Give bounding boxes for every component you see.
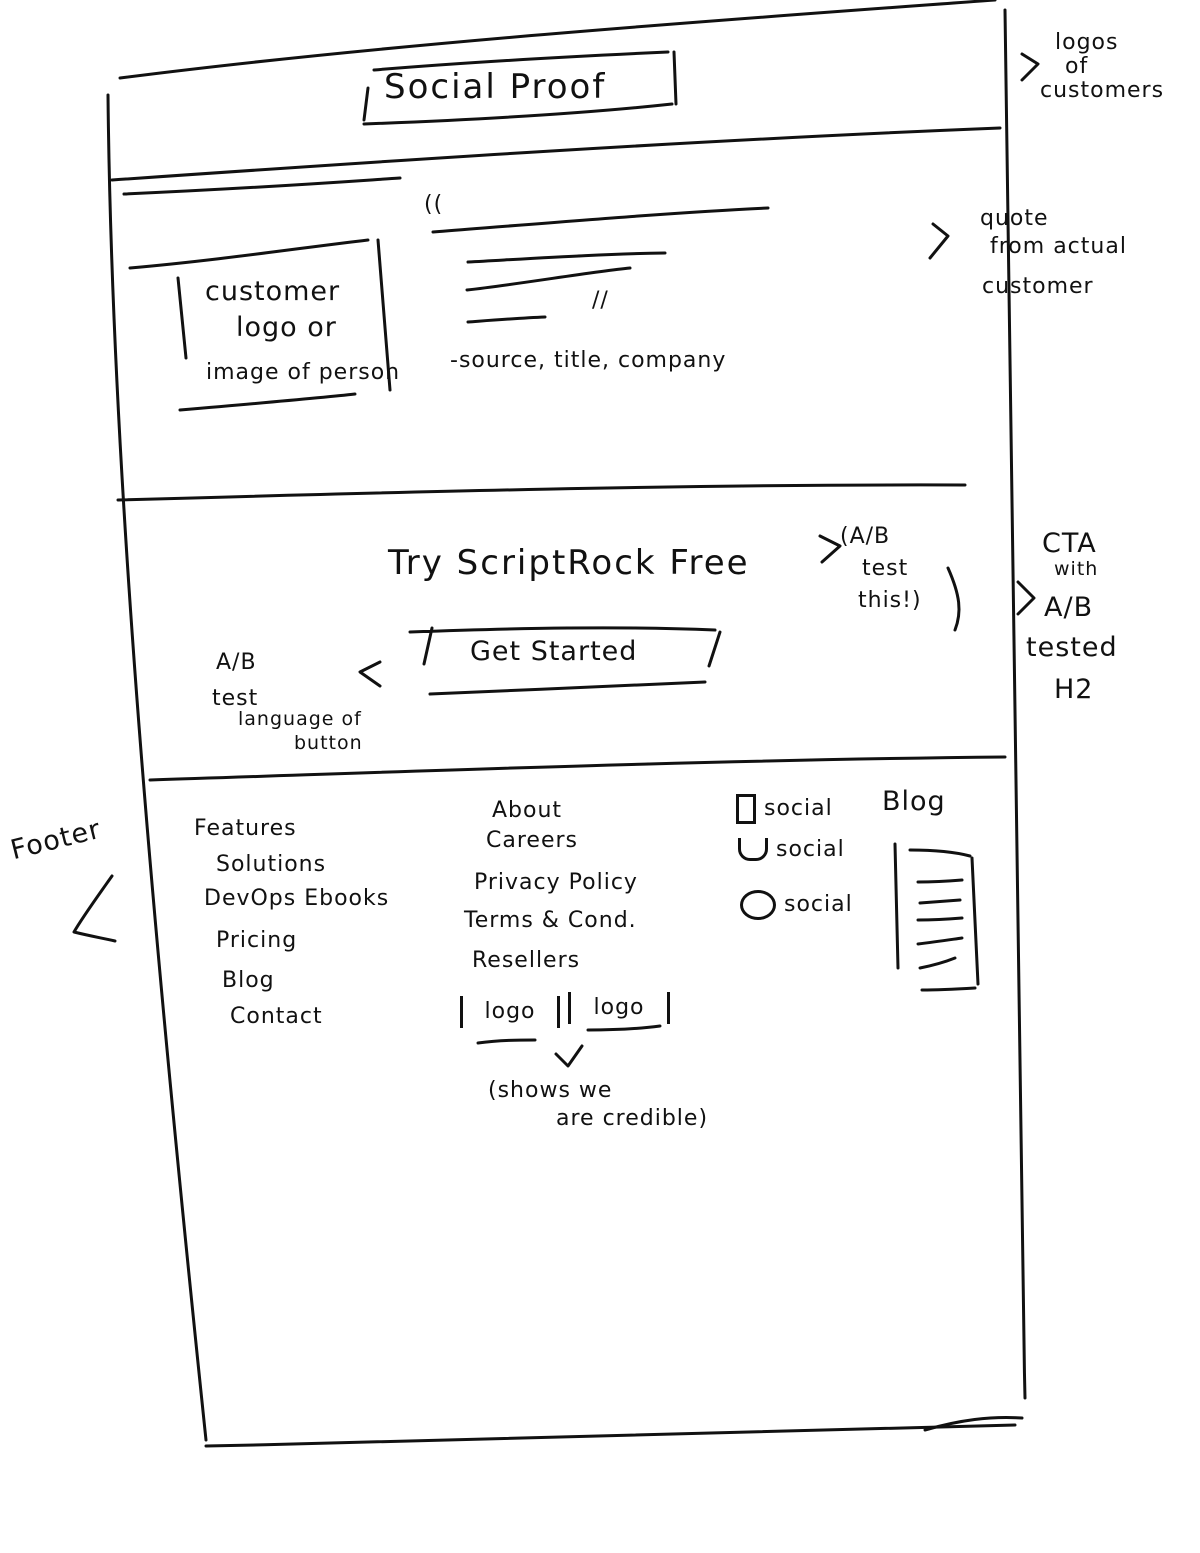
- social-link-3-text: social: [784, 892, 853, 917]
- page-left-edge: [106, 93, 208, 1442]
- cta-heading-note-line-3: this!): [858, 588, 922, 613]
- testimonial-top-line: [122, 176, 402, 196]
- cta-side-note-line-3: A/B: [1044, 592, 1094, 623]
- credential-logo-1: logo: [460, 996, 560, 1028]
- image-box-outline: [128, 238, 392, 412]
- footer-link-blog[interactable]: Blog: [222, 968, 275, 993]
- social-proof-label: Social Proof: [384, 67, 607, 107]
- footer-blog-label: Blog: [882, 786, 946, 817]
- button-note-line-4: button: [294, 732, 363, 754]
- credential-logo-2: logo: [568, 992, 670, 1024]
- quote-close-mark: //: [592, 288, 609, 313]
- footer-link-terms[interactable]: Terms & Cond.: [464, 908, 637, 933]
- testimonial-note-line-1: quote: [980, 206, 1049, 231]
- social-proof-note-line-3: customers: [1040, 78, 1165, 103]
- page-top-edge: [118, 0, 997, 80]
- social-link-2-text: social: [776, 836, 845, 862]
- social-link-1-text: social: [764, 796, 833, 821]
- image-box-text-line-3: image of person: [206, 360, 401, 385]
- cta-side-note-line-5: H2: [1054, 674, 1094, 705]
- footer-link-about[interactable]: About: [492, 798, 563, 823]
- testimonial-arrow: [928, 222, 950, 260]
- cta-heading-arrow: [818, 534, 842, 564]
- cta-side-note-line-2: with: [1054, 558, 1099, 580]
- social-link-2[interactable]: social: [738, 838, 845, 861]
- footer-arrow: [72, 874, 117, 943]
- quote-open-mark: ((: [424, 192, 444, 217]
- testimonial-note-line-3: customer: [982, 274, 1094, 299]
- button-note-arrow: [358, 660, 382, 688]
- footer-link-privacy-policy[interactable]: Privacy Policy: [474, 870, 638, 895]
- button-note-line-3: language of: [238, 708, 362, 730]
- quote-line-1: [431, 206, 770, 234]
- quote-line-4: [466, 315, 547, 324]
- social-proof-note-line-1: logos: [1055, 30, 1119, 55]
- credential-logo-2-text: logo: [593, 995, 645, 1020]
- cta-heading: Try ScriptRock Free: [388, 543, 750, 583]
- social-proof-box: [362, 50, 678, 126]
- social-link-1[interactable]: social: [736, 794, 833, 824]
- credential-logo-1-text: logo: [484, 999, 536, 1024]
- footer-link-features[interactable]: Features: [194, 816, 297, 841]
- quote-line-3: [465, 266, 632, 292]
- page-bottom-edge: [204, 1423, 1017, 1448]
- cta-button-outline: [408, 626, 722, 696]
- cta-heading-paren: [946, 566, 961, 632]
- footer-link-solutions[interactable]: Solutions: [216, 852, 327, 877]
- button-note-line-1: A/B: [216, 650, 257, 675]
- testimonial-bottom-divider: [116, 483, 967, 502]
- button-note-line-2: test: [212, 686, 259, 711]
- footer-link-pricing[interactable]: Pricing: [216, 928, 298, 953]
- testimonial-note-line-2: from actual: [990, 234, 1127, 259]
- image-box-text-line-1: customer: [205, 276, 341, 307]
- logos-note-line-1: (shows we: [488, 1078, 613, 1103]
- cta-heading-note-line-2: test: [862, 556, 909, 581]
- footer-link-careers[interactable]: Careers: [486, 828, 578, 853]
- logos-note-line-2: are credible): [556, 1106, 709, 1131]
- social-bubble-icon: [740, 890, 776, 920]
- get-started-button[interactable]: Get Started: [470, 636, 638, 667]
- blog-widget-outline: [893, 842, 980, 992]
- social-cup-icon: [738, 838, 768, 861]
- cta-side-note-line-4: tested: [1026, 632, 1118, 663]
- logos-underline: [476, 1024, 662, 1045]
- social-proof-side-arrow: [1020, 52, 1040, 82]
- social-square-icon: [736, 794, 756, 824]
- cta-side-note-line-1: CTA: [1042, 528, 1097, 559]
- footer-link-resellers[interactable]: Resellers: [472, 948, 581, 973]
- social-proof-note-line-2: of: [1065, 54, 1089, 79]
- quote-attribution: -source, title, company: [450, 348, 727, 373]
- cta-heading-note-line-1: (A/B: [840, 524, 891, 549]
- footer-link-devops-ebooks[interactable]: DevOps Ebooks: [204, 886, 390, 911]
- cta-bottom-divider: [148, 755, 1007, 782]
- footer-link-contact[interactable]: Contact: [230, 1004, 323, 1029]
- image-box-text-line-2: logo or: [236, 312, 337, 343]
- blog-widget-lines: [916, 878, 964, 970]
- social-link-3[interactable]: social: [740, 890, 853, 920]
- logos-check-arrow: [554, 1044, 584, 1068]
- social-proof-divider: [110, 126, 1002, 182]
- quote-line-2: [466, 251, 667, 264]
- cta-side-arrow: [1016, 580, 1036, 616]
- page-bottom-corner: [923, 1416, 1024, 1432]
